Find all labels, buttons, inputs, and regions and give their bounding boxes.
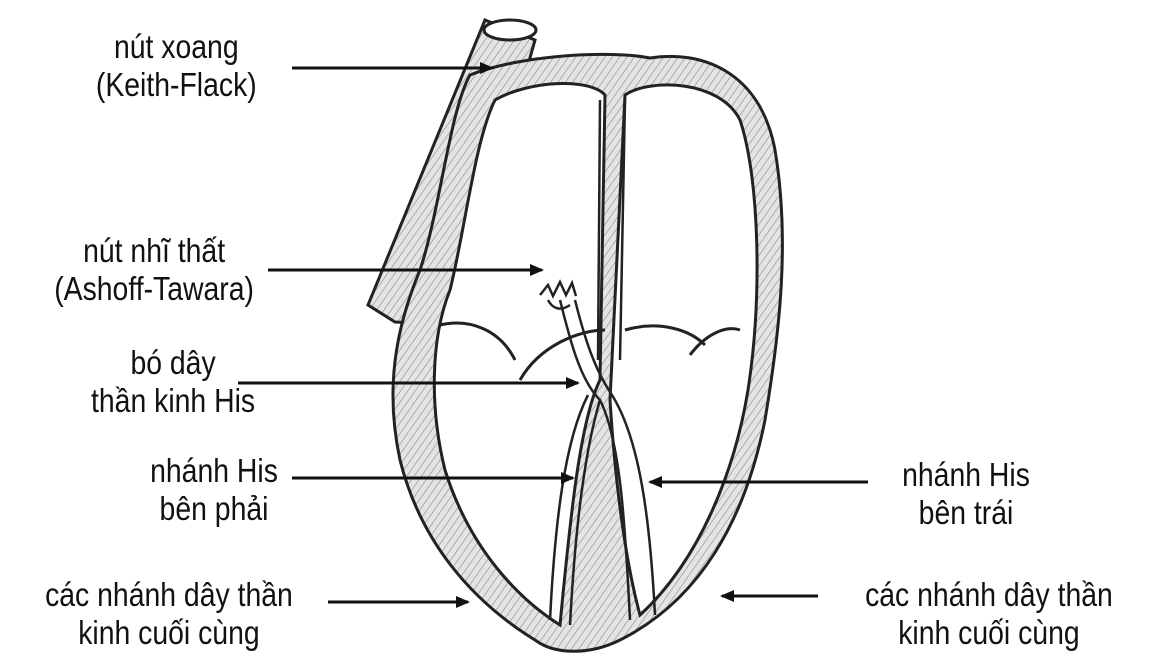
right-branch-label: nhánh His bên phải — [128, 452, 300, 528]
right-branch-label-line2: bên phải — [128, 490, 300, 528]
sinus-node-label-line1: nút xoang — [86, 28, 267, 66]
terminal-left-label-line2: kinh cuối cùng — [12, 614, 326, 652]
heart-wall — [393, 54, 782, 651]
sinus-node-label-line2: (Keith-Flack) — [86, 66, 267, 104]
terminal-branches-right-label: các nhánh dây thần kinh cuối cùng — [832, 576, 1146, 652]
his-bundle-label-line2: thần kinh His — [72, 382, 274, 420]
left-branch-label: nhánh His bên trái — [880, 456, 1052, 532]
av-node-label-line2: (Ashoff-Tawara) — [38, 270, 270, 308]
terminal-branches-left-label: các nhánh dây thần kinh cuối cùng — [12, 576, 326, 652]
right-branch-label-line1: nhánh His — [128, 452, 300, 490]
terminal-left-label-line1: các nhánh dây thần — [12, 576, 326, 614]
left-branch-label-line2: bên trái — [880, 494, 1052, 532]
av-node-label: nút nhĩ thất (Ashoff-Tawara) — [38, 232, 270, 308]
his-bundle-label: bó dây thần kinh His — [72, 344, 274, 420]
av-node-label-line1: nút nhĩ thất — [38, 232, 270, 270]
terminal-right-label-line1: các nhánh dây thần — [832, 576, 1146, 614]
left-branch-label-line1: nhánh His — [880, 456, 1052, 494]
his-bundle-label-line1: bó dây — [72, 344, 274, 382]
sinus-node-label: nút xoang (Keith-Flack) — [86, 28, 267, 104]
terminal-right-label-line2: kinh cuối cùng — [832, 614, 1146, 652]
